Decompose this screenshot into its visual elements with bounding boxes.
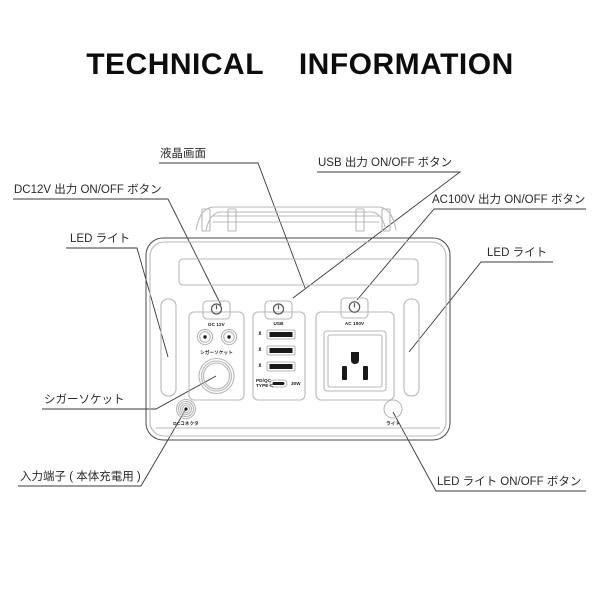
usb-a-port-3 bbox=[266, 361, 296, 372]
carry-handle bbox=[195, 206, 397, 232]
usb-a-glyph-2: ⊻ bbox=[258, 347, 262, 352]
page-title: TECHNICAL INFORMATION bbox=[86, 48, 514, 81]
ac100v-power-button[interactable] bbox=[340, 297, 369, 319]
callout-led-light-button: LED ライト ON/OFF ボタン bbox=[437, 476, 582, 488]
leader-lcd-screen bbox=[159, 162, 306, 289]
usb-c-port bbox=[269, 379, 288, 388]
dc-input-connector bbox=[175, 398, 197, 420]
panel-label-cigarette-socket: シガーソケット bbox=[200, 350, 233, 355]
callout-input-terminal: 入力端子 ( 本体充電用 ) bbox=[20, 471, 141, 483]
usb-power-button[interactable] bbox=[264, 300, 293, 320]
callout-usb-button: USB 出力 ON/OFF ボタン bbox=[318, 157, 453, 169]
led-strip-right bbox=[403, 298, 420, 397]
usb-panel bbox=[252, 300, 306, 401]
panel-label-usb-c-watt: 30W bbox=[291, 381, 301, 386]
leader-usb-button bbox=[292, 171, 462, 299]
lcd-screen bbox=[178, 258, 419, 286]
leader-led-light-right bbox=[408, 261, 553, 353]
ac-outlet bbox=[323, 330, 387, 392]
dc12v-power-button[interactable] bbox=[202, 300, 231, 320]
callout-led-light-left: LED ライト bbox=[70, 233, 131, 245]
leader-cigarette-socket bbox=[42, 375, 217, 410]
usb-a-port-2 bbox=[266, 345, 296, 356]
ac100v-panel bbox=[315, 297, 395, 401]
callout-ac100v-button: AC100V 出力 ON/OFF ボタン bbox=[432, 194, 586, 206]
usb-a-glyph-3: ⊻ bbox=[258, 363, 262, 368]
device-body bbox=[145, 206, 451, 441]
panel-label-usb: USB bbox=[273, 321, 284, 326]
panel-label-light-button: ライト bbox=[385, 421, 401, 426]
leader-led-light-left bbox=[66, 247, 169, 358]
callout-cigarette-socket: シガーソケット bbox=[44, 394, 125, 406]
leader-dc12v-button bbox=[13, 198, 222, 306]
usb-a-port-1 bbox=[266, 329, 296, 340]
usb-a-glyph-1: ⊻ bbox=[258, 331, 262, 336]
panel-label-ac100v: AC 100V bbox=[344, 321, 365, 326]
leader-input-terminal bbox=[18, 408, 187, 487]
panel-label-dc12v: DC 12V bbox=[208, 322, 225, 327]
led-light-power-button[interactable] bbox=[383, 399, 403, 419]
panel-label-dc-connector: DCコネクタ bbox=[173, 421, 199, 426]
callout-lcd-screen: 液晶画面 bbox=[160, 148, 206, 160]
dc12v-port-1 bbox=[196, 328, 214, 346]
cigarette-socket bbox=[198, 357, 235, 395]
panel-label-usb-c-type2: TYPE-C bbox=[256, 383, 274, 388]
dc12v-port-2 bbox=[220, 328, 238, 346]
leader-ac100v-button bbox=[356, 208, 586, 301]
leader-led-light-button bbox=[392, 411, 586, 492]
dc12v-panel bbox=[188, 300, 245, 401]
callout-led-light-right: LED ライト bbox=[487, 247, 548, 259]
led-strip-left bbox=[160, 298, 177, 397]
panel-label-usb-c-type: PD/QC bbox=[256, 378, 272, 383]
callout-dc12v-button: DC12V 出力 ON/OFF ボタン bbox=[14, 184, 162, 196]
